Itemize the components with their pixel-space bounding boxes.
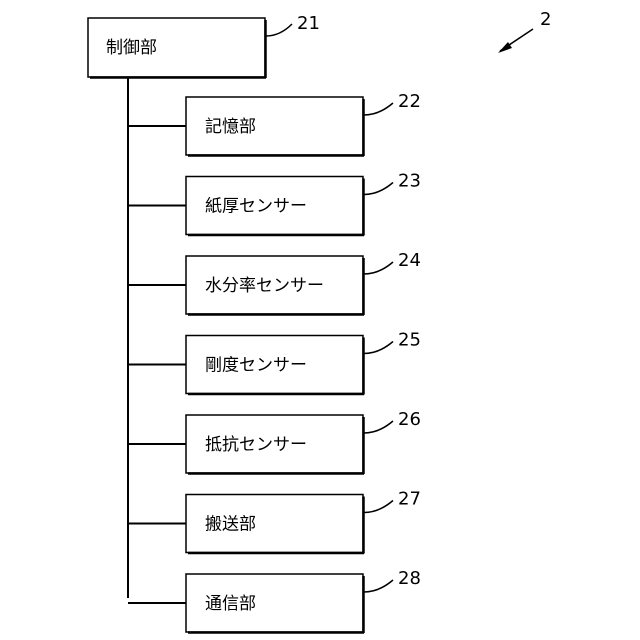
control-unit-label: 制御部 <box>106 38 157 58</box>
child-ref: 24 <box>398 250 421 271</box>
child-block: 記憶部 22 <box>128 91 421 156</box>
ref-leader <box>364 262 393 274</box>
child-label: 搬送部 <box>205 515 256 535</box>
ref-leader <box>364 183 393 195</box>
child-block: 紙厚センサー 23 <box>128 171 421 236</box>
control-unit-ref: 21 <box>297 13 320 34</box>
ref-leader <box>364 421 393 433</box>
child-block: 剛度センサー 25 <box>128 330 421 395</box>
child-label: 記憶部 <box>205 117 256 137</box>
control-unit-ref-leader <box>266 24 292 36</box>
ref-leader <box>364 501 393 513</box>
child-ref: 27 <box>398 489 421 510</box>
child-label: 抵抗センサー <box>205 435 307 455</box>
child-label: 剛度センサー <box>205 356 307 376</box>
child-block: 水分率センサー 24 <box>128 250 421 315</box>
ref-leader <box>364 580 393 592</box>
child-ref: 26 <box>398 409 421 430</box>
ref-leader <box>364 103 393 115</box>
child-label: 紙厚センサー <box>205 197 307 217</box>
control-unit-block: 制御部 <box>88 18 266 78</box>
child-ref: 23 <box>398 171 421 192</box>
child-label: 水分率センサー <box>205 276 324 296</box>
child-block: 搬送部 27 <box>128 489 421 554</box>
child-block: 通信部 28 <box>128 568 421 633</box>
child-ref: 25 <box>398 330 421 351</box>
child-ref: 28 <box>398 568 421 589</box>
child-ref: 22 <box>398 91 421 112</box>
child-block: 抵抗センサー 26 <box>128 409 421 474</box>
child-blocks: 記憶部 22 紙厚センサー 23 水分率センサー 24 剛度センサー 25 抵抗センサー 26 搬送… <box>128 91 421 633</box>
child-label: 通信部 <box>205 594 256 614</box>
ref-leader <box>364 342 393 354</box>
figure-ref-label: 2 <box>540 9 551 30</box>
